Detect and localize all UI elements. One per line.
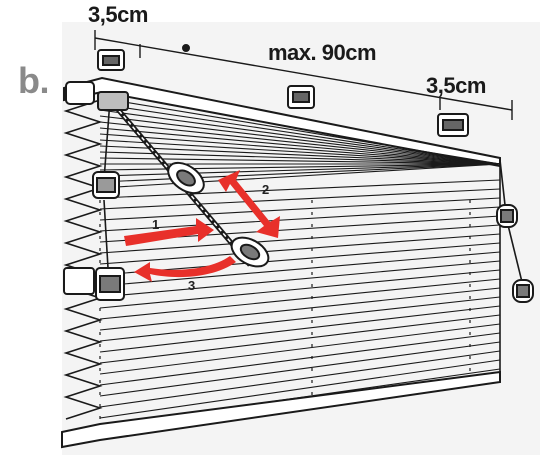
pleat-line — [99, 121, 501, 165]
pleat-line — [99, 157, 501, 165]
step-arrows — [124, 170, 280, 282]
dimension-line — [94, 30, 513, 120]
bottom-rail — [61, 370, 501, 449]
arrow-step-3 — [134, 256, 236, 282]
pleat-line — [99, 251, 501, 287]
cord-guides — [99, 200, 471, 428]
cord-weight-icon — [496, 204, 534, 303]
bracket-icon — [287, 85, 315, 109]
cord-tensioner-icon — [167, 161, 270, 268]
pleat-line — [99, 133, 501, 165]
pleat-line — [99, 206, 501, 232]
pleat-line — [99, 151, 501, 165]
pleat-line — [99, 197, 501, 221]
bracket-left-distance-label: 3,5cm — [88, 2, 148, 27]
pleat-line — [99, 188, 501, 210]
pleat-line — [99, 332, 501, 386]
pleat-line — [99, 224, 501, 254]
pleat-line — [99, 139, 501, 165]
bracket-icon — [97, 44, 190, 71]
pleat-line — [99, 103, 501, 165]
pleat-line — [99, 341, 501, 397]
step-number-2: 2 — [262, 182, 269, 197]
step-number-1: 1 — [152, 217, 159, 232]
panel-letter: b. — [18, 60, 50, 101]
pleat-line — [99, 127, 501, 165]
pleat-line — [99, 305, 501, 353]
arrow-step-2 — [218, 170, 280, 238]
pleat-line — [99, 97, 501, 165]
bracket-right-distance-label: 3,5cm — [426, 73, 486, 98]
pleat-line — [99, 287, 501, 331]
pleat-line — [99, 145, 501, 165]
pleat-line — [99, 163, 501, 183]
cord-weight-icon — [92, 171, 120, 199]
pleat-fan — [99, 97, 501, 189]
step-number-3: 3 — [188, 278, 195, 293]
arrow-step-1 — [124, 218, 214, 246]
pleat-edge — [63, 99, 103, 420]
pleat-line — [99, 163, 501, 177]
pleat-line — [99, 179, 501, 199]
pleat-line — [99, 278, 501, 320]
pleat-line — [99, 359, 501, 419]
pleat-line — [99, 350, 501, 408]
pleat-line — [99, 233, 501, 265]
pleat-line — [99, 163, 501, 189]
bracket-icon — [437, 113, 469, 137]
pleat-line — [99, 115, 501, 165]
pleat-line — [99, 323, 501, 375]
cord-connector-icon — [63, 267, 125, 301]
pleat-line — [99, 269, 501, 309]
pleat-line — [99, 314, 501, 364]
pleat-line — [99, 260, 501, 298]
max-width-label: max. 90cm — [268, 40, 377, 65]
pleat-line — [99, 109, 501, 165]
cord-connector-icon — [65, 81, 129, 111]
pleat-line — [99, 296, 501, 342]
